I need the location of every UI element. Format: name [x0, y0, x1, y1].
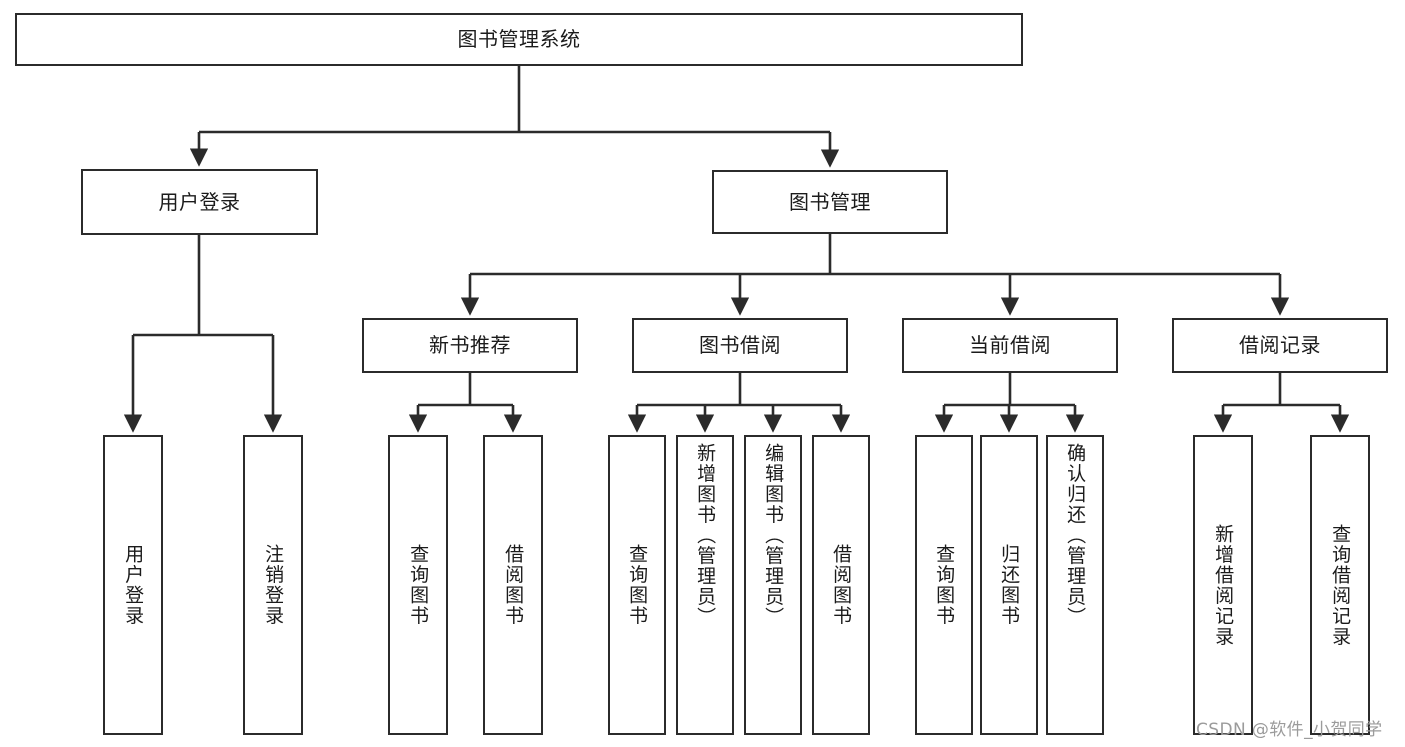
node-book-management[interactable]: 图书管理: [712, 170, 948, 234]
node-current-borrow[interactable]: 当前借阅: [902, 318, 1118, 373]
leaf-node-label: 查询图书: [407, 544, 430, 626]
leaf-node-label: 借阅图书: [830, 544, 853, 626]
leaf-node-label: 查询图书: [933, 544, 956, 626]
leaf-node[interactable]: 编辑图书（管理员）: [744, 435, 802, 735]
leaf-node[interactable]: 查询借阅记录: [1310, 435, 1370, 735]
leaf-node[interactable]: 归还图书: [980, 435, 1038, 735]
node-label: 用户登录: [158, 189, 241, 214]
leaf-node[interactable]: 用户登录: [103, 435, 163, 735]
leaf-node-label: 查询借阅记录: [1329, 523, 1352, 647]
node-user-login[interactable]: 用户登录: [81, 169, 318, 235]
node-borrow-record[interactable]: 借阅记录: [1172, 318, 1388, 373]
node-label: 图书借阅: [699, 333, 781, 357]
leaf-node[interactable]: 借阅图书: [483, 435, 543, 735]
leaf-node-label: 注销登录: [262, 544, 285, 626]
leaf-node[interactable]: 查询图书: [915, 435, 973, 735]
leaf-node-label: 编辑图书（管理员）: [762, 443, 785, 628]
node-label: 新书推荐: [429, 333, 511, 357]
node-label: 图书管理: [789, 189, 871, 214]
leaf-node[interactable]: 查询图书: [388, 435, 448, 735]
node-label: 图书管理系统: [457, 27, 581, 51]
leaf-node-label: 查询图书: [626, 544, 649, 626]
leaf-node[interactable]: 确认归还（管理员）: [1046, 435, 1104, 735]
csdn-watermark: CSDN @软件_小贺同学: [1196, 720, 1383, 740]
leaf-node-label: 借阅图书: [502, 544, 525, 626]
leaf-node[interactable]: 新增图书（管理员）: [676, 435, 734, 735]
node-label: 借阅记录: [1239, 333, 1321, 357]
leaf-node[interactable]: 借阅图书: [812, 435, 870, 735]
leaf-node-label: 归还图书: [998, 544, 1021, 626]
leaf-node-label: 新增图书（管理员）: [694, 443, 717, 628]
leaf-node-label: 用户登录: [122, 544, 145, 626]
leaf-node[interactable]: 新增借阅记录: [1193, 435, 1253, 735]
leaf-node[interactable]: 注销登录: [243, 435, 303, 735]
node-book-borrow[interactable]: 图书借阅: [632, 318, 848, 373]
node-label: 当前借阅: [969, 333, 1051, 357]
leaf-node-label: 新增借阅记录: [1212, 523, 1235, 647]
leaf-node[interactable]: 查询图书: [608, 435, 666, 735]
node-new-book-recommend[interactable]: 新书推荐: [362, 318, 578, 373]
leaf-node-label: 确认归还（管理员）: [1064, 443, 1087, 628]
node-root-system[interactable]: 图书管理系统: [15, 13, 1023, 66]
